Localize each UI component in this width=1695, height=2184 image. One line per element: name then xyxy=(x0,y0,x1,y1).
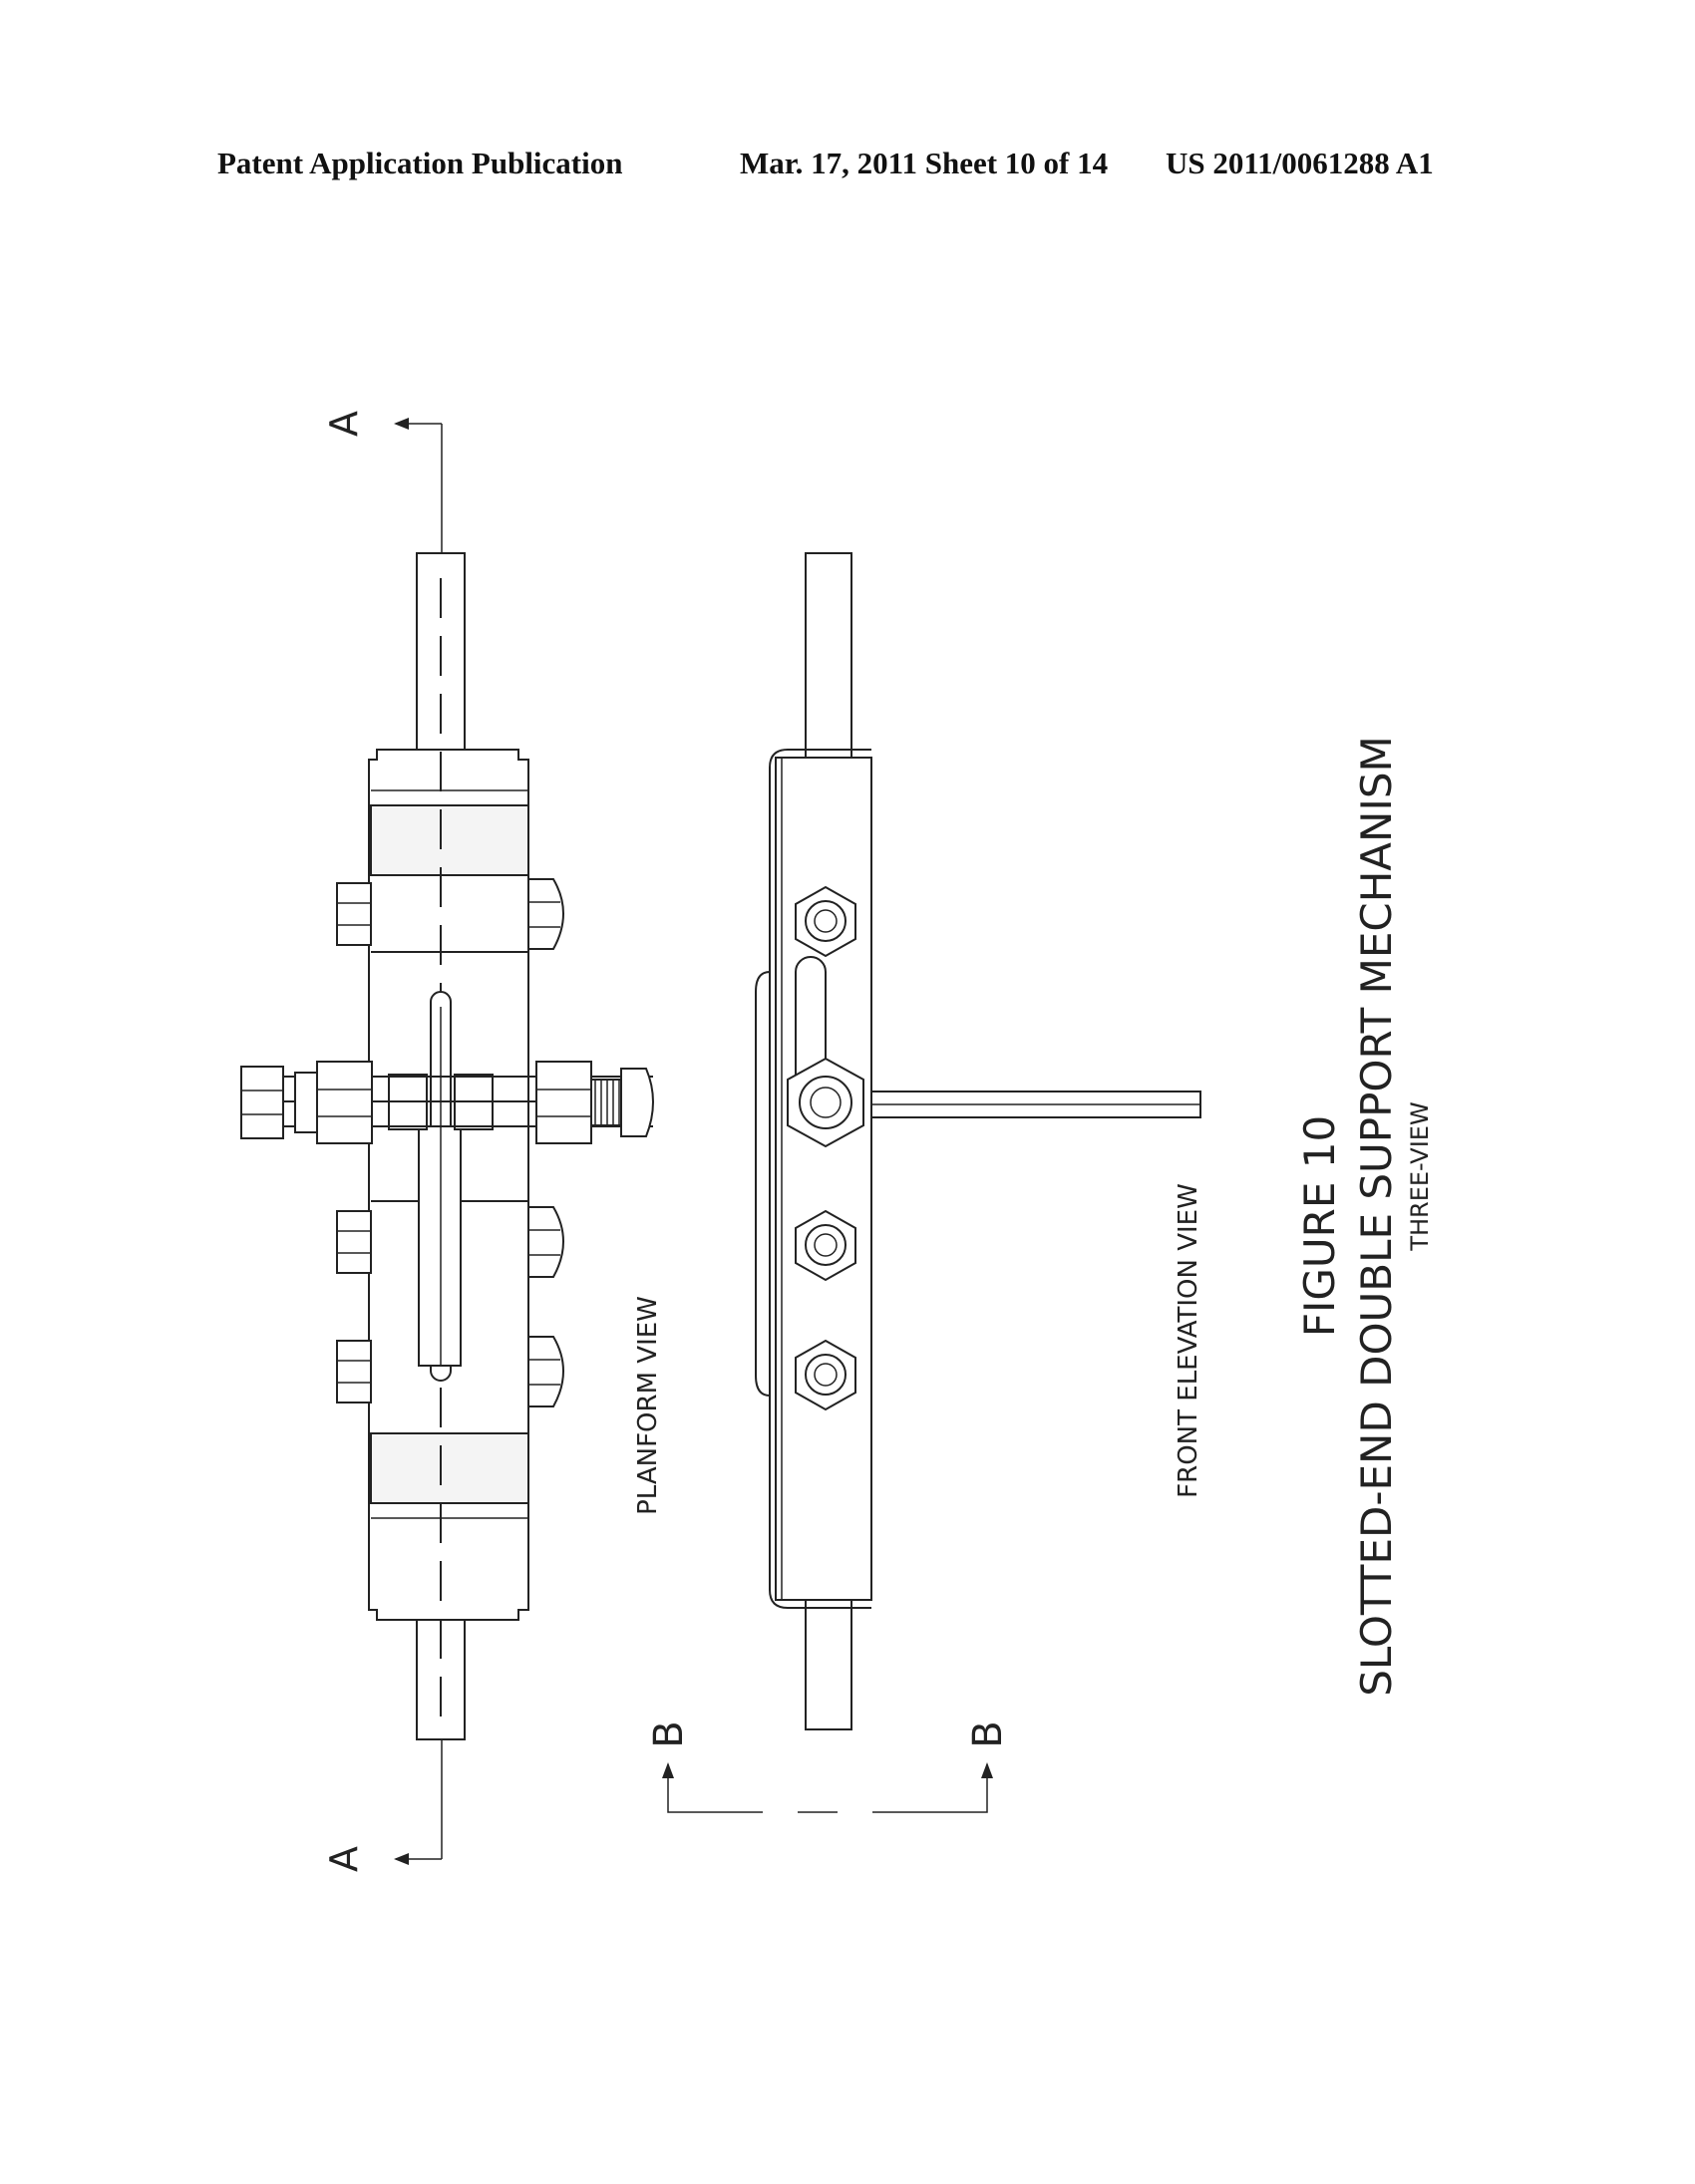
elevation-nuts xyxy=(787,885,864,1411)
section-b-b: B B xyxy=(646,1720,1011,1813)
section-marker-a-bottom: A xyxy=(322,1846,366,1872)
figure-caption: FIGURE 10 SLOTTED-END DOUBLE SUPPORT MEC… xyxy=(1295,736,1434,1696)
section-marker-b-left: B xyxy=(646,1720,692,1747)
front-elevation-view: FRONT ELEVATION VIEW xyxy=(755,552,1203,1730)
section-marker-a-top: A xyxy=(322,411,366,437)
bolt-thread xyxy=(590,1079,622,1126)
planform-view: A A xyxy=(240,411,663,1872)
side-bolts xyxy=(336,878,564,1407)
figure-title: SLOTTED-END DOUBLE SUPPORT MECHANISM xyxy=(1352,736,1401,1696)
figure-subtitle: THREE-VIEW xyxy=(1406,1101,1434,1251)
figure-number: FIGURE 10 xyxy=(1295,1115,1344,1337)
section-marker-b-right: B xyxy=(965,1720,1011,1747)
publication-label: Patent Application Publication xyxy=(217,146,623,180)
front-elevation-view-label: FRONT ELEVATION VIEW xyxy=(1174,1183,1203,1498)
publication-number: US 2011/0061288 A1 xyxy=(1166,146,1434,180)
date-sheet-label: Mar. 17, 2011 Sheet 10 of 14 xyxy=(740,146,1109,180)
planform-view-label: PLANFORM VIEW xyxy=(633,1296,663,1515)
